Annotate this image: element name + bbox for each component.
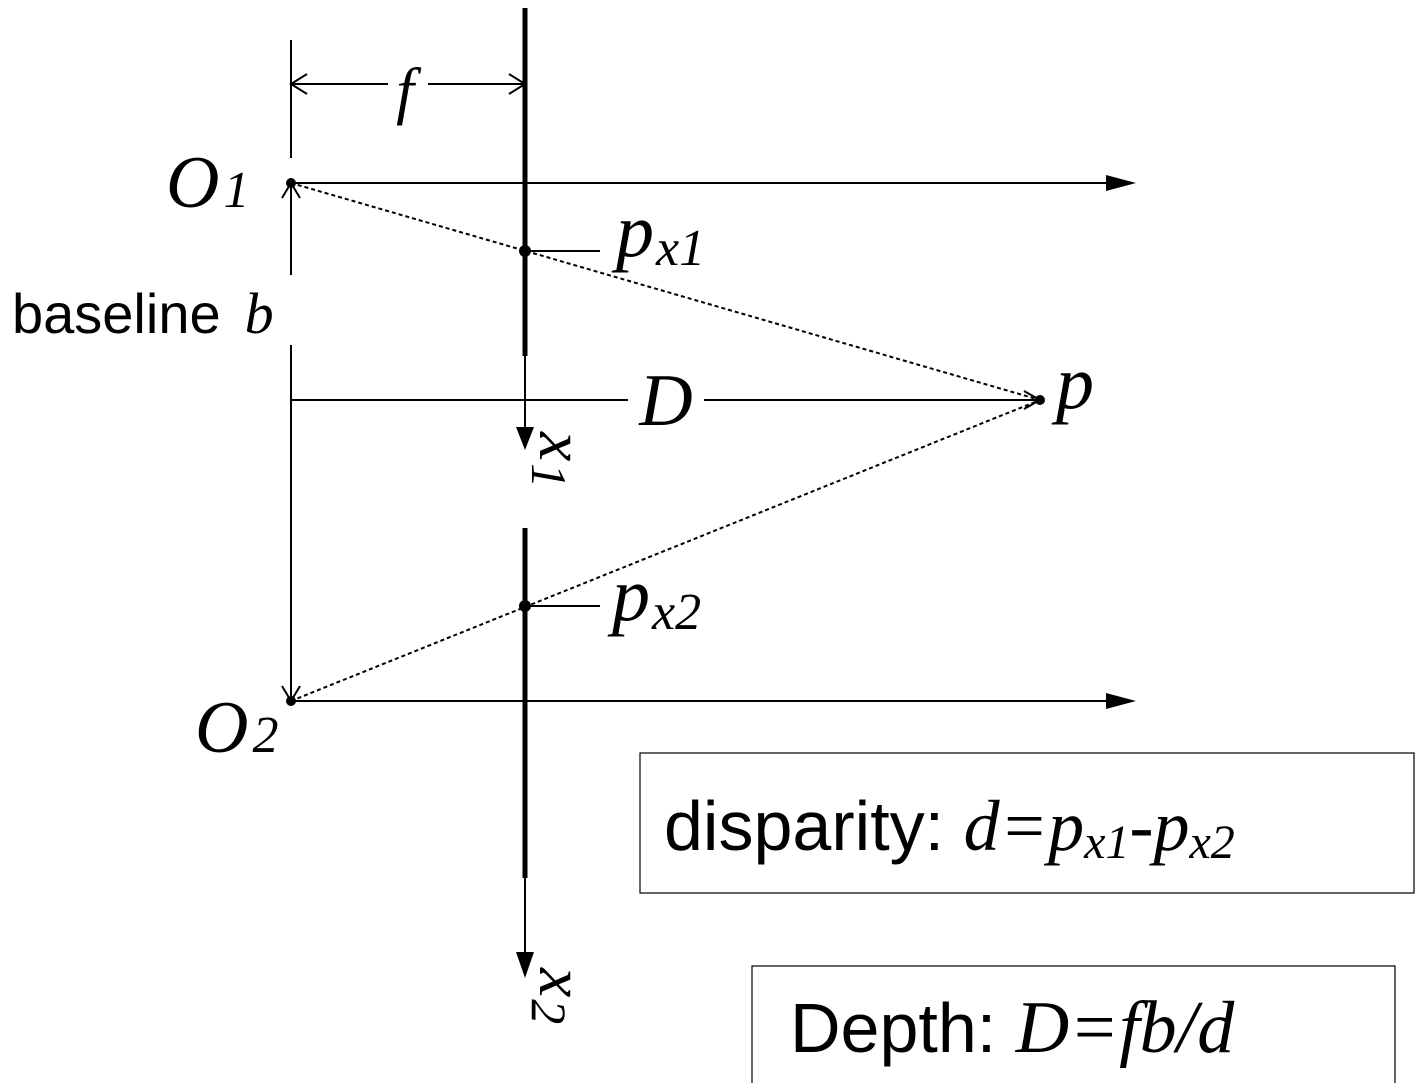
camera-center-o1: [286, 178, 296, 188]
focal-label-bg: [388, 62, 428, 106]
axis-x2-arrowhead: [516, 952, 534, 978]
disparity-formula: disparity: d=px1-px2: [664, 786, 1235, 869]
depth-label-bg: [628, 368, 704, 428]
axis-x1-arrowhead: [516, 427, 534, 450]
ray-o2-to-p: [290, 399, 1041, 702]
optical-axis-2-arrowhead: [1106, 693, 1136, 709]
disparity-box: [639, 752, 1415, 894]
focal-arrow-left: [289, 73, 308, 95]
optical-axis-1-arrowhead: [1106, 175, 1136, 191]
camera-center-o2: [286, 696, 296, 706]
depth-symbol-label: D: [638, 360, 692, 442]
camera2-label: O2: [195, 687, 278, 769]
px2-label: px2: [607, 553, 701, 641]
ray-o1-to-p: [290, 182, 1041, 401]
depth-formula-box: [751, 965, 1396, 1083]
axis-x2-label: x2: [521, 967, 598, 1024]
scene-point-p: [1035, 395, 1045, 405]
scene-point-label: p: [1051, 341, 1094, 425]
baseline-label: baseline b: [12, 281, 274, 346]
camera1-label: O1: [166, 142, 249, 224]
axis-x1-label: x1: [521, 431, 598, 488]
depth-formula: Depth: D=fb/d: [790, 987, 1235, 1069]
px1-label: px1: [611, 189, 705, 277]
